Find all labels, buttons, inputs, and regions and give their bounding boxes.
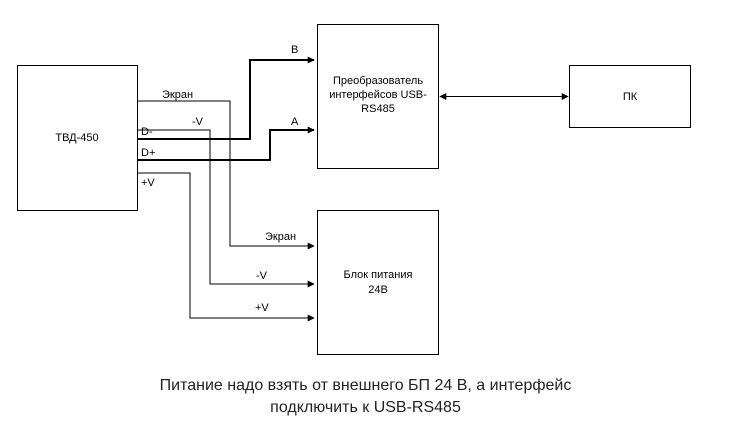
wire-label-b: B: [291, 44, 298, 56]
port-label-d-minus: D-: [141, 126, 153, 138]
psu-label-line-1: Блок питания: [344, 269, 413, 281]
wire-label-psu-screen: Экран: [265, 231, 296, 243]
caption-line-2: подключить к USB-RS485: [270, 399, 461, 416]
converter-label-line-3: RS485: [361, 103, 395, 115]
converter-label-line-1: Преобразователь: [333, 75, 423, 87]
pc-label: ПК: [623, 91, 638, 103]
port-label-screen: Экран: [162, 89, 193, 101]
wire-label-a: A: [291, 116, 299, 128]
pc-block: ПК: [569, 65, 691, 128]
wire-plus-v-to-psu: [138, 172, 315, 322]
wire-screen-to-psu: [138, 100, 315, 250]
tvd-label: ТВД-450: [55, 132, 98, 144]
port-label-plus-v: +V: [141, 177, 155, 189]
wire-label-psu-plus-v: +V: [255, 302, 269, 314]
psu-label-line-2: 24В: [368, 284, 388, 296]
converter-block: Преобразователь интерфейсов USB- RS485: [317, 24, 439, 169]
wire-d-minus-to-b: [138, 56, 315, 140]
caption-line-1: Питание надо взять от внешнего БП 24 В, …: [159, 377, 572, 394]
converter-label-line-2: интерфейсов USB-: [329, 89, 427, 101]
wire-label-psu-minus-v: -V: [256, 270, 268, 282]
caption: Питание надо взять от внешнего БП 24 В, …: [0, 375, 731, 419]
port-label-minus-v: -V: [192, 116, 204, 128]
wire-d-plus-to-a: [138, 126, 315, 161]
tvd-block: ТВД-450: [17, 65, 138, 211]
psu-block: Блок питания 24В: [317, 210, 439, 355]
wire-minus-v-to-psu: [138, 129, 315, 288]
port-label-d-plus: D+: [141, 147, 155, 159]
